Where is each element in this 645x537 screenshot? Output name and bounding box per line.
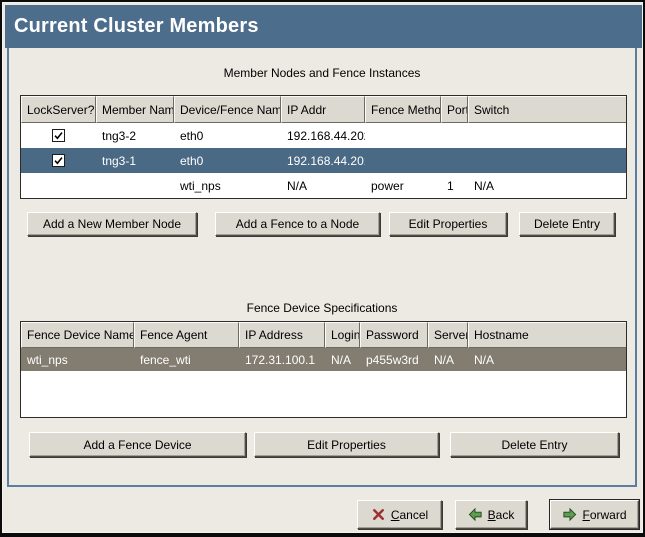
column-header-server[interactable]: Server	[428, 322, 468, 348]
column-header-ip-address[interactable]: IP Address	[239, 322, 325, 348]
forward-arrow-icon	[562, 507, 577, 522]
column-header-fence-device-name[interactable]: Fence Device Name	[21, 322, 134, 348]
fence-device-row-wti-nps-selected[interactable]: wti_nps fence_wti 172.31.100.1 N/A p455w…	[21, 348, 626, 371]
lockserver-checkbox-checked-icon[interactable]	[52, 129, 65, 142]
fence-devices-table: Fence Device Name Fence Agent IP Address…	[20, 321, 627, 418]
add-fence-device-button[interactable]: Add a Fence Device	[29, 432, 246, 457]
add-new-member-node-button[interactable]: Add a New Member Node	[27, 212, 197, 236]
member-delete-entry-button[interactable]: Delete Entry	[519, 212, 615, 236]
fence-device-name-cell: wti_nps	[27, 352, 68, 367]
device-fence-name-cell: wti_nps	[180, 178, 221, 193]
switch-cell: N/A	[474, 178, 495, 193]
hostname-cell: N/A	[474, 352, 495, 367]
dialog-title: Current Cluster Members	[5, 5, 642, 48]
column-header-login[interactable]: Login	[325, 322, 360, 348]
column-header-switch[interactable]: Switch	[468, 96, 626, 123]
fence-instance-row-wti-nps[interactable]: wti_nps N/A power 1 N/A	[21, 173, 626, 198]
column-header-ip-addr[interactable]: IP Addr	[281, 96, 365, 123]
column-header-member-name[interactable]: Member Name	[96, 96, 174, 123]
password-cell: p455w3rd	[366, 352, 419, 367]
back-arrow-icon	[468, 507, 483, 522]
add-fence-to-node-button[interactable]: Add a Fence to a Node	[215, 212, 380, 236]
back-label: Back	[487, 507, 515, 522]
column-header-fence-agent[interactable]: Fence Agent	[134, 322, 239, 348]
member-row-tng3-1-selected[interactable]: tng3-1 eth0 192.168.44.201	[21, 148, 626, 173]
fence-table-caption: Fence Device Specifications	[246, 301, 398, 315]
ip-address-cell: 172.31.100.1	[245, 352, 316, 367]
member-edit-properties-button[interactable]: Edit Properties	[389, 212, 507, 236]
member-table-header: LockServer? Member Name Device/Fence Nam…	[21, 96, 626, 123]
column-header-device-fence-name[interactable]: Device/Fence Name	[174, 96, 281, 123]
fence-edit-properties-button[interactable]: Edit Properties	[254, 432, 439, 457]
device-fence-name-cell: eth0	[180, 153, 204, 168]
ip-addr-cell: N/A	[287, 178, 308, 193]
server-cell: N/A	[434, 352, 455, 367]
ip-addr-cell: 192.168.44.201	[287, 153, 365, 168]
column-header-password[interactable]: Password	[360, 322, 428, 348]
forward-label: Forward	[582, 507, 627, 522]
fence-delete-entry-button[interactable]: Delete Entry	[450, 432, 619, 457]
back-button[interactable]: Back	[455, 500, 527, 529]
member-table-caption: Member Nodes and Fence Instances	[223, 66, 421, 80]
column-header-lockserver[interactable]: LockServer?	[21, 96, 96, 123]
login-cell: N/A	[331, 352, 352, 367]
cancel-button[interactable]: Cancel	[357, 500, 442, 529]
content-panel: Member Nodes and Fence Instances LockSer…	[7, 48, 637, 487]
lockserver-cell	[21, 154, 96, 167]
fence-table-header: Fence Device Name Fence Agent IP Address…	[21, 322, 626, 348]
ip-addr-cell: 192.168.44.202	[287, 128, 365, 143]
lockserver-checkbox-checked-icon[interactable]	[52, 154, 65, 167]
cancel-label: Cancel	[390, 507, 429, 522]
column-header-hostname[interactable]: Hostname	[468, 322, 626, 348]
device-fence-name-cell: eth0	[180, 128, 204, 143]
member-row-tng3-2[interactable]: tng3-2 eth0 192.168.44.202	[21, 123, 626, 148]
member-name-cell: tng3-1	[102, 153, 137, 168]
fence-method-cell: power	[371, 178, 404, 193]
lockserver-cell	[21, 129, 96, 142]
column-header-port[interactable]: Port	[441, 96, 468, 123]
fence-agent-cell: fence_wti	[140, 352, 191, 367]
member-nodes-table: LockServer? Member Name Device/Fence Nam…	[20, 95, 627, 199]
port-cell: 1	[447, 178, 454, 193]
forward-button[interactable]: Forward	[550, 500, 639, 529]
member-name-cell: tng3-2	[102, 128, 137, 143]
cancel-x-icon	[371, 507, 386, 522]
column-header-fence-method[interactable]: Fence Method	[365, 96, 441, 123]
